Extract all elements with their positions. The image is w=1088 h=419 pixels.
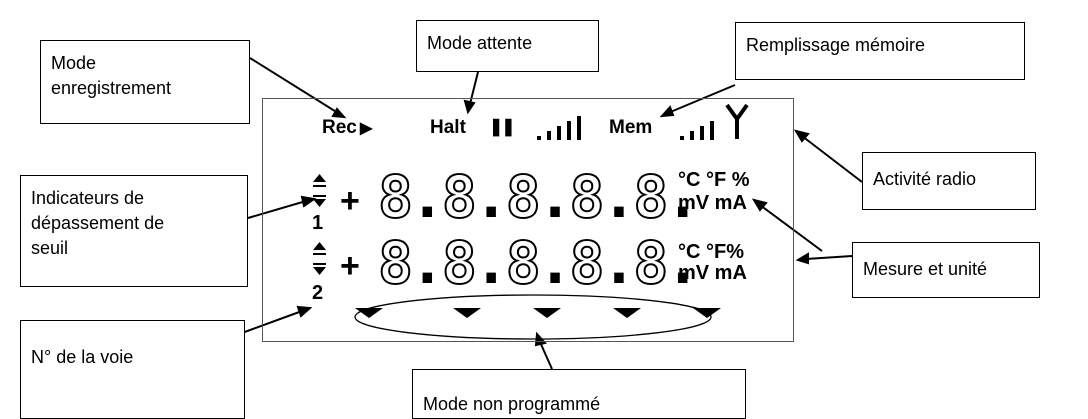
pause-icon: ❚❚ [489,117,515,136]
leader-mesure-2 [805,255,853,260]
leader-non-programme [539,341,553,370]
program-markers-ellipse [354,294,712,340]
up-down-arrow-icon [313,174,326,207]
play-icon: ▶ [360,120,373,137]
arrowhead [300,195,317,208]
units-bottom-row2: mV mA [678,262,747,284]
signal-bars-icon [680,121,714,140]
units-top-row1: °C °F % [678,169,750,191]
digit: 8 [505,163,542,231]
rec-label: Rec [322,117,357,138]
down-triangle-icon [453,308,481,318]
up-down-arrow-icon [313,242,326,275]
callout-mesure-unite: Mesure et unité [852,242,1040,298]
halt-label: Halt [430,117,466,138]
arrowhead [463,99,476,115]
measurement-digits-row1: 8.8.8.8.8. [377,163,700,231]
digit: 8 [569,163,606,231]
digit: 8 [505,229,542,297]
arrowhead [331,107,347,119]
down-triangle-icon [693,308,721,318]
units-bottom-row1: mV mA [678,192,747,214]
down-triangle-icon [355,308,383,318]
channel-number-2: 2 [312,282,324,304]
callout-numero-voie: N° de la voie [20,320,245,419]
callout-mode-non-programme: Mode non programmé [412,369,746,419]
digit: 8 [632,229,669,297]
digit: 8 [441,163,478,231]
arrowhead [751,198,768,212]
arrowhead [795,252,809,265]
mem-label: Mem [609,117,653,138]
digit: 8 [441,229,478,297]
units-top-row2: °C °F% [678,241,744,263]
callout-indicateurs-depassement: Indicateurs de dépassement de seuil [20,175,248,287]
arrowhead [296,305,313,318]
callout-mode-attente: Mode attente [416,20,599,72]
digit: 8 [632,163,669,231]
down-triangle-icon [533,308,561,318]
lcd-display-frame [262,98,794,342]
leader-mesure-1 [759,204,823,252]
antenna-icon [725,103,749,139]
arrowhead [793,129,810,143]
leader-radio [801,135,863,183]
digit: 8 [377,163,414,231]
channel-number-1: 1 [312,212,324,234]
leader-enregistrement [249,57,339,114]
sign-indicator-row1: + [340,182,360,220]
arrowhead [659,105,675,118]
sign-indicator-row2: + [340,247,360,285]
callout-remplissage-memoire: Remplissage mémoire [735,22,1025,80]
measurement-digits-row2: 8.8.8.8.8. [377,229,700,297]
down-triangle-icon [613,308,641,318]
signal-bars-icon [537,116,581,140]
digit: 8 [377,229,414,297]
callout-activite-radio: Activité radio [862,152,1036,210]
leader-indicateurs [247,200,307,219]
callout-mode-enregistrement: Mode enregistrement [40,40,250,124]
leader-memoire [667,84,736,114]
digit: 8 [569,229,606,297]
